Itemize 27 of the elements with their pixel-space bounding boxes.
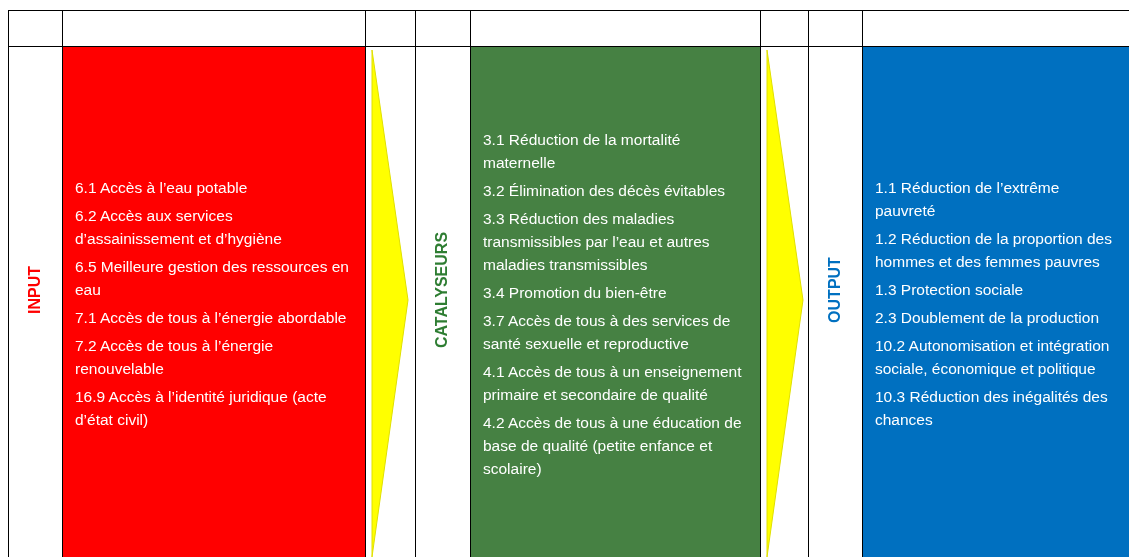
column-heading: CATALYSEURS [433, 231, 451, 349]
goal-item: 2.3 Doublement de la production [875, 308, 1101, 328]
goal-item: 7.2 Accès de tous à l’énergie renouvelable [75, 336, 275, 379]
goal-item: 3.2 Élimination des décès évitables [483, 180, 727, 201]
chevron-arrow [766, 49, 804, 557]
goal-item: 16.9 Accès à l’identité juridique (acte d’état civil) [75, 387, 328, 430]
goal-item: 6.5 Meilleure gestion des ressources en eau [75, 257, 350, 300]
goal-item: 3.7 Accès de tous à des services de santé sexuelle et reproductive [483, 310, 732, 354]
goal-item: 3.3 Réduction des maladies transmissibles par l’eau et autres maladies transmissibles [483, 208, 711, 275]
goal-item: 1.3 Protection sociale [875, 280, 1025, 300]
goal-item: 3.1 Réduction de la mortalité maternelle [483, 129, 682, 173]
goal-item: 6.1 Accès à l’eau potable [75, 178, 249, 198]
goal-item: 7.1 Accès de tous à l’énergie abordable [75, 308, 348, 328]
input-panel [62, 46, 366, 557]
goal-item: 4.2 Accès de tous à une éducation de base de qualité (petite enfance et scolaire) [483, 412, 743, 479]
output-panel [862, 46, 1129, 557]
goal-item: 10.2 Autonomisation et intégration sociale, économique et politique [875, 336, 1111, 379]
goal-item: 3.4 Promotion du bien-être [483, 282, 668, 303]
goal-item: 1.2 Réduction de la proportion des hommes et des femmes pauvres [875, 229, 1113, 272]
chevron-arrow [371, 49, 409, 557]
goal-item: 10.3 Réduction des inégalités des chances [875, 387, 1109, 430]
catalyst-panel [470, 46, 761, 557]
column-heading: OUTPUT [826, 257, 844, 323]
column-heading: INPUT [26, 266, 44, 314]
goal-item: 4.1 Accès de tous à un enseignement primaire et secondaire de qualité [483, 361, 743, 405]
goal-item: 6.2 Accès aux services d’assainissement et d’hygiène [75, 206, 283, 249]
goal-item: 1.1 Réduction de l’extrême pauvreté [875, 178, 1061, 221]
